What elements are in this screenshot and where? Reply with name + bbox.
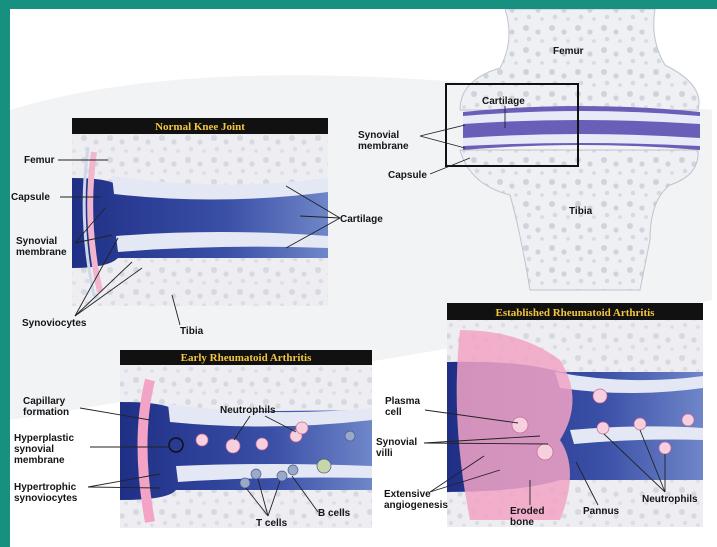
slide-frame [0, 0, 717, 547]
knee-joint-illustration: Femur Cartilage Synovialmembrane Capsule… [0, 0, 717, 547]
